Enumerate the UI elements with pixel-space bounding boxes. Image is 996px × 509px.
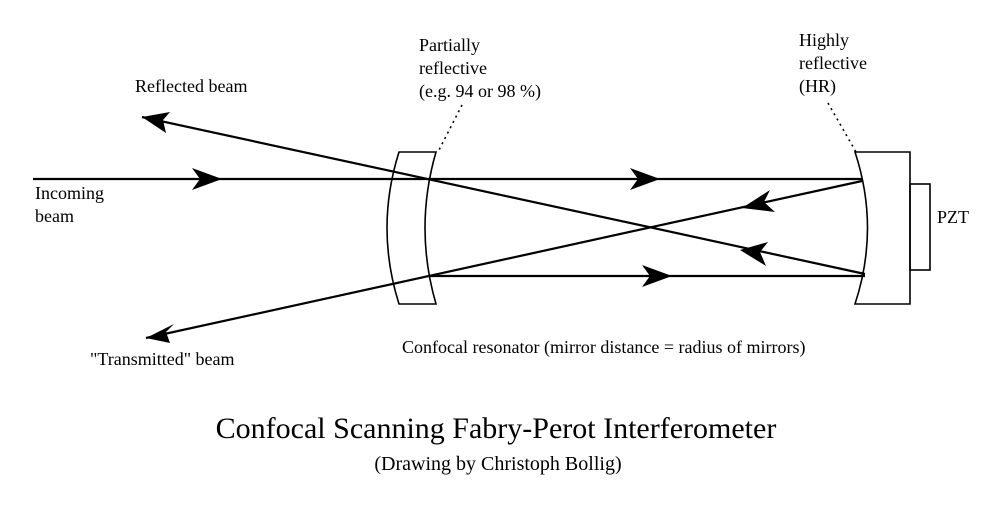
highly-reflective-mirror [853, 151, 911, 305]
partially-reflective-mirror [386, 151, 438, 305]
incoming-beam-label-line2: beam [35, 206, 74, 226]
pzt-label: PZT [937, 207, 969, 227]
diagram-title: Confocal Scanning Fabry-Perot Interferom… [216, 412, 777, 445]
diagram-subtitle: (Drawing by Christoph Bollig) [374, 453, 621, 475]
partially-reflective-label-line3: (e.g. 94 or 98 %) [419, 81, 541, 102]
partially-reflective-label-line1: Partially [419, 35, 480, 55]
transmitted-beam-label: "Transmitted" beam [90, 349, 235, 369]
pzt-actuator [909, 183, 931, 271]
return-lower-arrow [740, 242, 768, 266]
resonator-caption: Confocal resonator (mirror distance = ra… [402, 337, 806, 358]
reflected-beam-line [141, 115, 866, 276]
transmitted-beam-line [145, 179, 863, 340]
cavity-lower-arrow [642, 265, 672, 287]
transmitted-beam-arrow [146, 324, 174, 343]
reflected-beam-arrow [142, 112, 170, 133]
incoming-beam-label-line1: Incoming [35, 183, 104, 203]
highly-reflective-label-line2: reflective [799, 53, 867, 73]
return-upper-arrow [742, 190, 775, 212]
highly-reflective-leader [827, 102, 857, 153]
partially-reflective-label-line2: reflective [419, 58, 487, 78]
cavity-upper-arrow [630, 168, 660, 190]
highly-reflective-label-line1: Highly [799, 30, 849, 50]
highly-reflective-label-line3: (HR) [799, 76, 836, 97]
partially-reflective-leader [437, 104, 463, 153]
incoming-beam-arrow [192, 168, 222, 190]
reflected-beam-label: Reflected beam [135, 76, 247, 96]
